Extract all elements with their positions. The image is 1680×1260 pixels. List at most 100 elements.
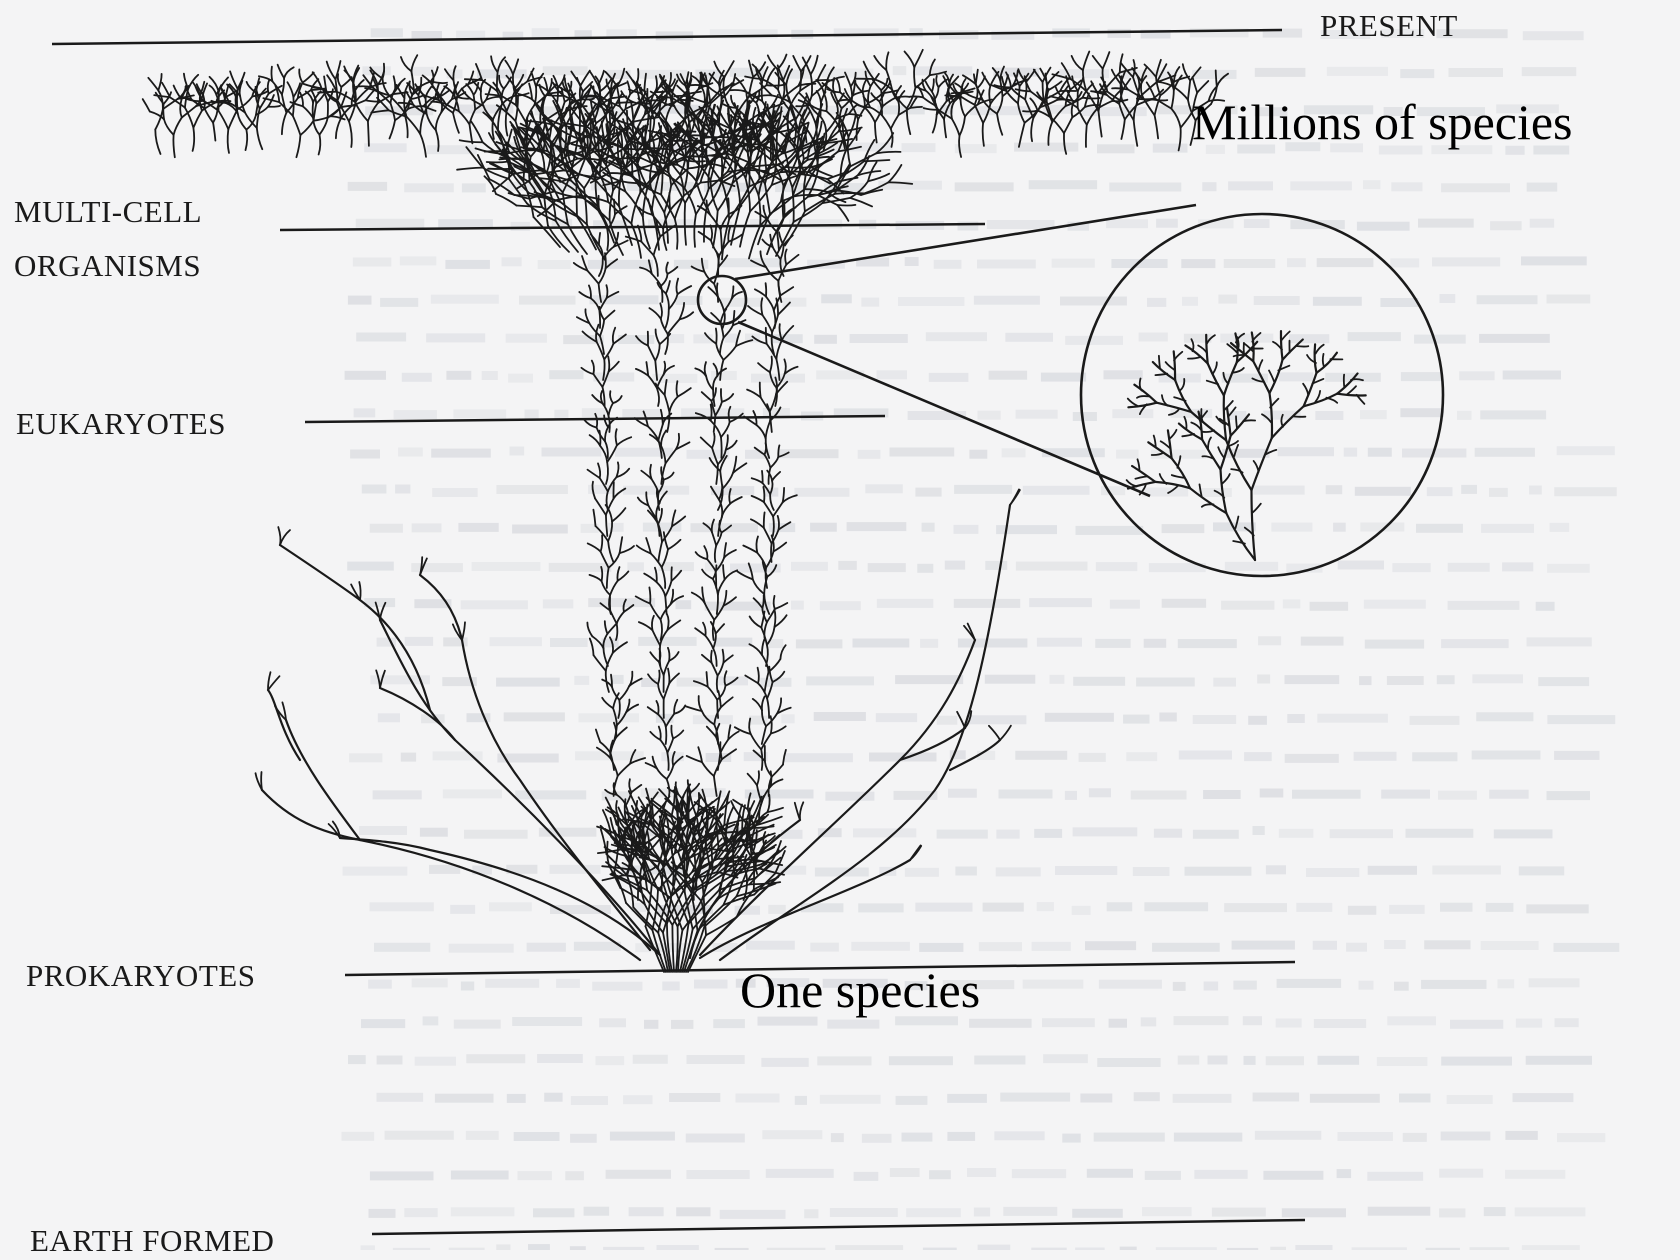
branch-stroke bbox=[1153, 362, 1175, 380]
branch-stroke bbox=[1048, 81, 1062, 90]
branch-stroke bbox=[724, 325, 733, 337]
branch-stroke bbox=[162, 83, 170, 97]
branch-stroke bbox=[778, 453, 788, 457]
branch-stroke bbox=[1326, 398, 1337, 403]
branch-stroke bbox=[340, 838, 660, 955]
branch-stroke bbox=[770, 412, 772, 432]
branch-stroke bbox=[667, 753, 668, 770]
branch-stroke bbox=[696, 552, 708, 559]
branch-stroke bbox=[763, 487, 764, 502]
branch-stroke bbox=[702, 392, 712, 401]
branch-stroke bbox=[648, 674, 658, 684]
branch-stroke bbox=[515, 88, 516, 105]
branch-stroke bbox=[592, 361, 594, 374]
branch-stroke bbox=[282, 94, 287, 112]
branch-stroke bbox=[632, 858, 633, 871]
branch-stroke bbox=[669, 397, 677, 412]
branch-stroke bbox=[359, 582, 360, 600]
branch-stroke bbox=[218, 111, 228, 130]
branch-stroke bbox=[718, 663, 724, 676]
branch-stroke bbox=[668, 540, 681, 550]
branch-stroke bbox=[705, 333, 716, 344]
branch-stroke bbox=[608, 522, 612, 542]
branch-stroke bbox=[764, 512, 765, 527]
branch-stroke bbox=[778, 445, 779, 457]
branch-stroke bbox=[607, 568, 609, 588]
branch-stroke bbox=[743, 546, 757, 553]
branch-stroke bbox=[1253, 504, 1261, 513]
branch-stroke bbox=[1224, 362, 1237, 395]
branch-stroke bbox=[868, 86, 870, 103]
branch-stroke bbox=[676, 279, 678, 295]
branch-stroke bbox=[668, 319, 680, 334]
branch-stroke bbox=[303, 73, 314, 83]
branch-stroke bbox=[293, 116, 301, 135]
branch-stroke bbox=[785, 250, 786, 265]
branch-stroke bbox=[395, 79, 405, 89]
branch-stroke bbox=[786, 255, 798, 265]
branch-stroke bbox=[610, 581, 618, 595]
branch-stroke bbox=[320, 118, 328, 135]
branch-stroke bbox=[707, 672, 708, 687]
branch-stroke bbox=[766, 439, 770, 459]
branch-stroke bbox=[401, 57, 412, 71]
branch-stroke bbox=[1207, 335, 1215, 344]
branch-stroke bbox=[616, 429, 617, 445]
branch-stroke bbox=[1086, 125, 1087, 147]
branch-stroke bbox=[752, 496, 764, 502]
branch-stroke bbox=[1296, 346, 1308, 347]
branch-stroke bbox=[668, 669, 669, 684]
branch-stroke bbox=[910, 107, 922, 108]
branch-stroke bbox=[1197, 81, 1208, 93]
branch-stroke bbox=[761, 397, 770, 411]
branch-stroke bbox=[770, 357, 772, 373]
branch-stroke bbox=[650, 652, 659, 662]
branch-stroke bbox=[718, 753, 721, 770]
branch-stroke bbox=[1087, 92, 1099, 112]
branch-stroke bbox=[712, 448, 718, 464]
branch-stroke bbox=[605, 621, 608, 634]
branch-stroke bbox=[817, 91, 821, 103]
branch-stroke bbox=[824, 94, 827, 111]
branch-stroke bbox=[989, 86, 990, 104]
branch-stroke bbox=[740, 212, 750, 247]
millions-of-species-label: Millions of species bbox=[1192, 93, 1573, 151]
branch-stroke bbox=[636, 369, 648, 376]
branch-stroke bbox=[721, 389, 722, 402]
branch-stroke bbox=[694, 214, 696, 247]
branch-stroke bbox=[660, 303, 662, 318]
branch-stroke bbox=[721, 697, 733, 707]
branch-stroke bbox=[432, 71, 434, 86]
branch-stroke bbox=[649, 308, 660, 319]
branch-stroke bbox=[767, 699, 769, 719]
branch-stroke bbox=[910, 96, 923, 97]
branch-stroke bbox=[1269, 371, 1274, 382]
branch-stroke bbox=[933, 115, 937, 133]
branch-stroke bbox=[767, 808, 783, 812]
branch-stroke bbox=[657, 375, 664, 389]
branch-stroke bbox=[951, 93, 966, 94]
branch-stroke bbox=[770, 494, 774, 510]
branch-stroke bbox=[716, 329, 717, 344]
branch-stroke bbox=[761, 298, 762, 315]
branch-stroke bbox=[604, 648, 608, 666]
branch-stroke bbox=[733, 311, 735, 325]
branch-stroke bbox=[757, 785, 762, 802]
branch-stroke bbox=[655, 361, 657, 380]
branch-stroke bbox=[262, 790, 640, 960]
branch-stroke bbox=[720, 739, 728, 752]
branch-stroke bbox=[1213, 362, 1217, 373]
branch-stroke bbox=[811, 74, 812, 96]
branch-stroke bbox=[706, 376, 713, 390]
branch-stroke bbox=[749, 719, 751, 735]
branch-stroke bbox=[259, 76, 273, 81]
branch-stroke bbox=[606, 462, 608, 484]
branch-stroke bbox=[1169, 409, 1179, 415]
branch-stroke bbox=[775, 615, 787, 627]
branch-stroke bbox=[599, 284, 602, 302]
branch-stroke bbox=[1031, 118, 1033, 141]
branch-stroke bbox=[793, 56, 801, 71]
branch-stroke bbox=[800, 80, 817, 90]
branch-stroke bbox=[730, 497, 742, 504]
branch-stroke bbox=[680, 303, 685, 320]
